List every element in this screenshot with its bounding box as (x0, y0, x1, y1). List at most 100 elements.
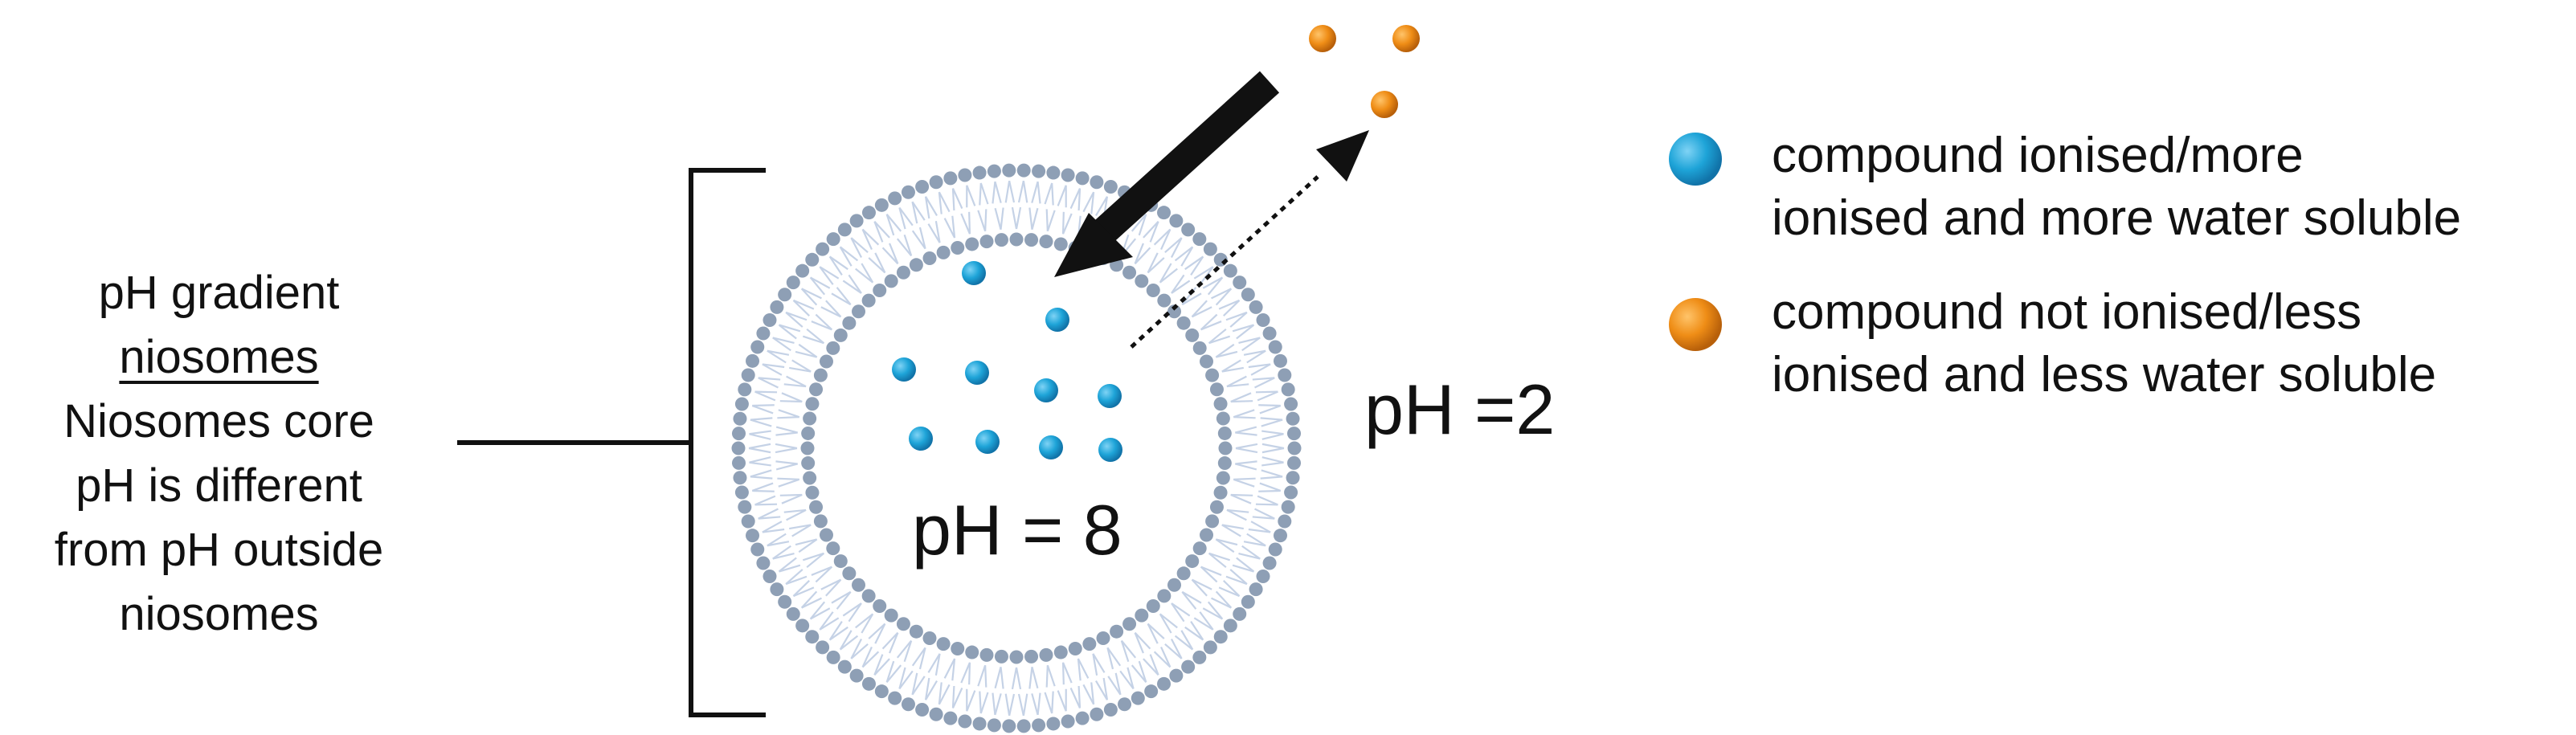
lipid-tail (1062, 213, 1073, 235)
lipid-tail (994, 181, 1002, 203)
lipid-head (873, 598, 887, 613)
lipid-head (1167, 304, 1181, 319)
lipid-tail (1077, 658, 1090, 679)
lipid-tail (1057, 690, 1067, 712)
legend-ionised-marker (1669, 133, 1722, 186)
lipid-tail (1008, 180, 1016, 203)
lipid-tail (1223, 580, 1241, 597)
lipid-head (795, 619, 810, 633)
lipid-tail (855, 267, 873, 284)
lipid-head (1122, 265, 1137, 280)
lipid-tail (850, 638, 862, 659)
lipid-tail (1028, 667, 1033, 689)
lipid-tail (758, 508, 779, 520)
lipid-tail (1215, 343, 1235, 358)
lipid-tail (1200, 566, 1218, 583)
lipid-tail (1061, 211, 1065, 235)
lipid-head (896, 265, 910, 280)
lipid-tail (1180, 246, 1194, 267)
lipid-tail (1069, 188, 1082, 210)
lipid-tail (1120, 639, 1137, 659)
lipid-head (929, 707, 943, 721)
lipid-tail (828, 255, 843, 276)
lipid-tail (1221, 366, 1244, 373)
lipid-tail (750, 419, 772, 427)
lipid-tail (1134, 632, 1144, 654)
lipid-tail (1235, 460, 1257, 465)
ionised-molecule (1034, 378, 1058, 402)
lipid-tail (881, 247, 899, 265)
lipid-head (936, 637, 951, 651)
lipid-tail (1207, 276, 1224, 296)
lipid-tail (994, 667, 1002, 689)
lipid-head (958, 714, 972, 729)
lipid-head (1209, 382, 1224, 397)
lipid-tail (966, 185, 976, 206)
lipid-tail (1215, 590, 1233, 609)
lipid-tail (1044, 182, 1053, 205)
ionised-molecule (962, 261, 986, 285)
lipid-head (1278, 368, 1292, 382)
lipid-tail (1216, 350, 1238, 358)
lipid-tail (924, 196, 930, 219)
lipid-tail (1045, 665, 1049, 688)
lipid-tail (800, 288, 818, 306)
lipid-head (1223, 263, 1237, 278)
lipid-tail (1200, 321, 1222, 331)
lipid-tail (1062, 662, 1073, 684)
lipid-tail (1248, 528, 1271, 533)
lipid-tail (778, 409, 800, 419)
lipid-tail (1031, 207, 1039, 230)
lipid-tail (1143, 220, 1159, 239)
lipid-tail (778, 324, 797, 340)
lipid-tail (775, 447, 798, 454)
lipid-tail (1233, 477, 1256, 480)
lipid-head (778, 288, 792, 302)
lipid-tail (754, 503, 778, 506)
lipid-tail (793, 586, 815, 598)
lipid-tail (1233, 409, 1255, 419)
lipid-tail (1238, 553, 1261, 560)
lipid-tail (1208, 552, 1227, 569)
lipid-head (888, 191, 902, 206)
lipid-head (1075, 171, 1090, 186)
lipid-tail (934, 653, 941, 676)
lipid-tail (1233, 478, 1255, 488)
lipid-tail (840, 246, 859, 262)
lipid-tail (1235, 463, 1257, 471)
lipid-head (888, 691, 902, 705)
lipid-head (1217, 426, 1232, 440)
lipid-head (763, 312, 777, 327)
lipid-tail (762, 363, 783, 376)
lipid-tail (1199, 611, 1214, 631)
lipid-tail (819, 611, 834, 631)
lipid-tail (1184, 255, 1204, 271)
lipid-head (1053, 645, 1068, 659)
lipid-head (756, 326, 771, 341)
lipid-tail (1257, 390, 1278, 402)
lipid-head (842, 316, 857, 330)
lipid-tail (795, 350, 817, 358)
lipid-head (805, 397, 820, 411)
lipid-tail (810, 607, 831, 620)
lipid-tail (792, 580, 810, 597)
lipid-head (786, 276, 800, 290)
lipid-tail (1223, 300, 1241, 316)
lipid-tail (767, 349, 790, 356)
lipid-head (833, 328, 848, 342)
lipid-head (750, 340, 765, 354)
lipid-head (1241, 594, 1255, 609)
lipid-head (987, 164, 1001, 178)
lipid-tail (1254, 508, 1275, 520)
lipid-tail (966, 690, 976, 712)
lipid-tail (1229, 312, 1248, 328)
lipid-tail (1241, 337, 1261, 352)
lipid-tail (1246, 349, 1266, 364)
lipid-tail (885, 214, 895, 236)
lipid-tail (750, 476, 773, 480)
lipid-head (874, 198, 889, 212)
lipid-tail (1235, 431, 1257, 436)
non-ionised-molecules (1309, 25, 1420, 118)
lipid-tail (785, 312, 803, 328)
lipid-tail (943, 218, 956, 239)
